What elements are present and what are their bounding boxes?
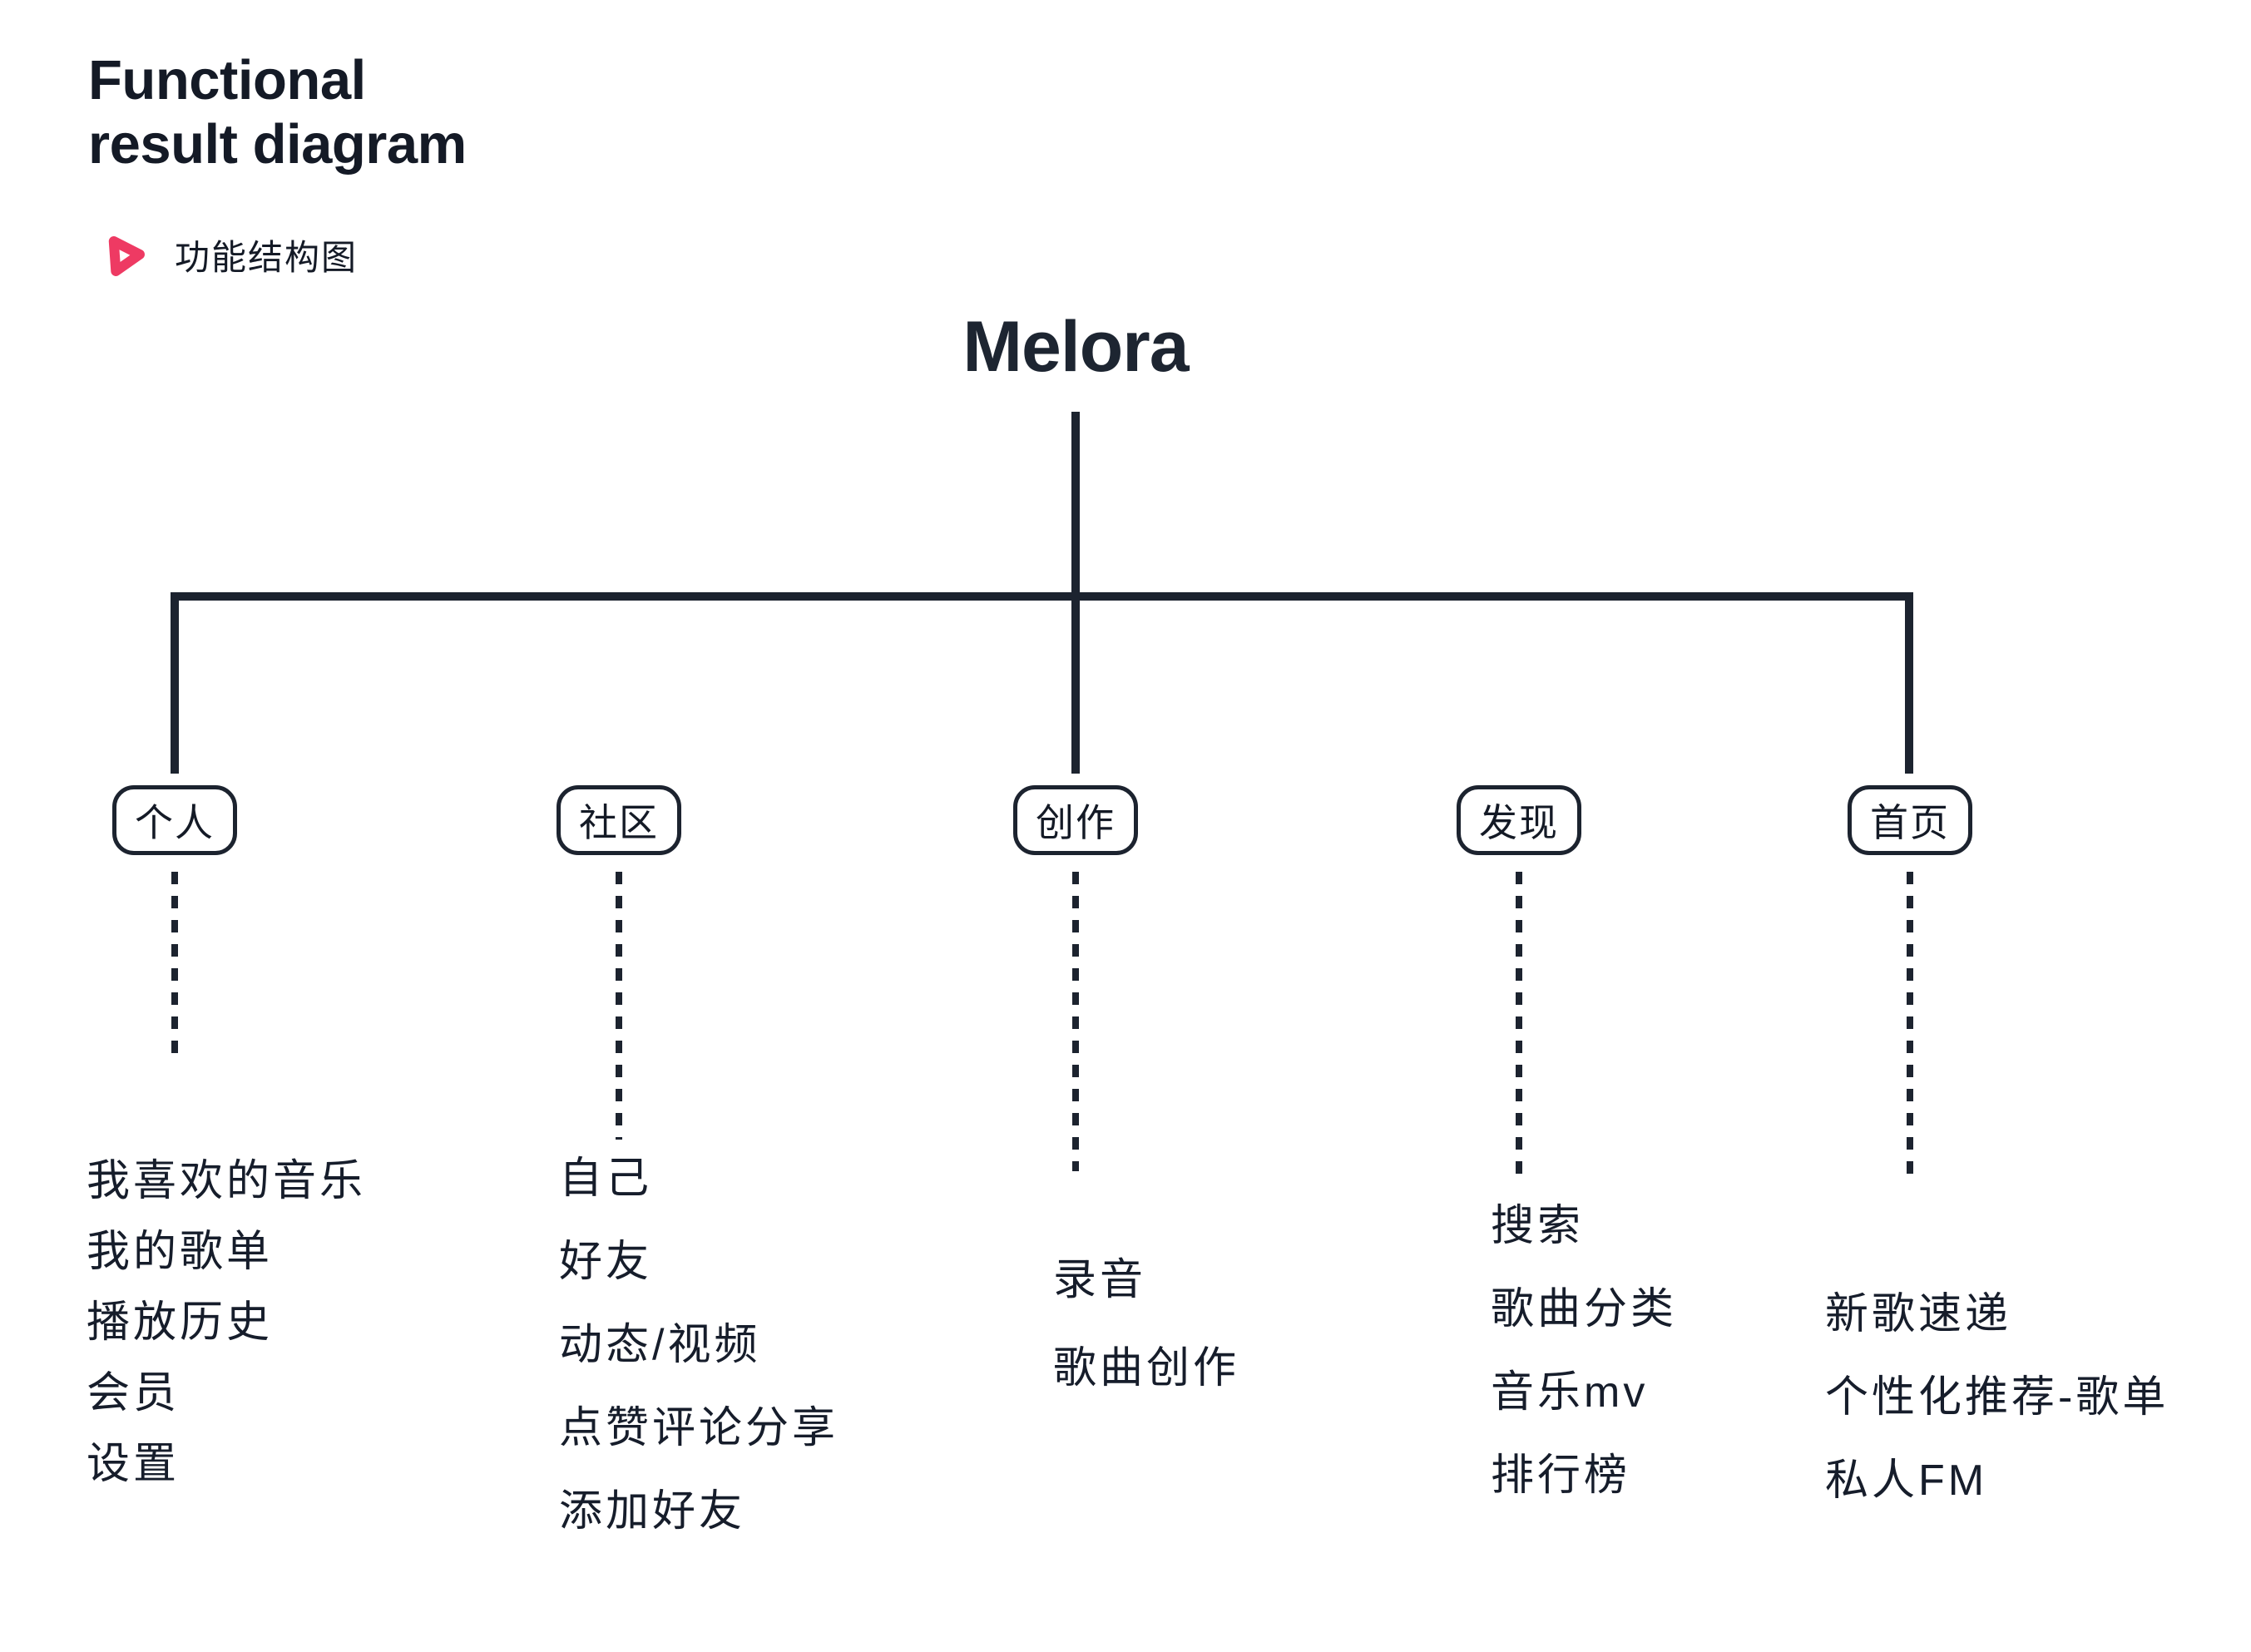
connector-drop-left <box>171 592 179 774</box>
dashed-connector-discover <box>1516 872 1522 1178</box>
list-item: 自己 <box>559 1155 653 1203</box>
page-title-line1: Functional <box>88 49 366 111</box>
list-item: 歌曲创作 <box>1053 1344 1240 1392</box>
item-list-personal: 我喜欢的音乐 我的歌单 播放历史 会员 设置 <box>87 1146 366 1500</box>
list-item: 动态/视频 <box>559 1321 761 1369</box>
connector-drop-right <box>1905 592 1913 774</box>
subtitle-row: 功能结构图 <box>103 230 358 280</box>
dashed-connector-create <box>1072 872 1079 1171</box>
list-item: 音乐mv <box>1491 1368 1649 1417</box>
list-item: 个性化推荐-歌单 <box>1825 1373 2169 1422</box>
list-item: 添加好友 <box>559 1487 746 1536</box>
list-item: 排行榜 <box>1491 1452 1631 1500</box>
play-icon <box>108 235 145 276</box>
page-title-line2: result diagram <box>88 113 467 176</box>
connector-horizontal <box>171 592 1913 601</box>
list-item: 歌曲分类 <box>1491 1285 1678 1333</box>
dashed-connector-community <box>616 872 622 1140</box>
dashed-connector-personal <box>171 872 178 1061</box>
branch-node-community: 社区 <box>557 785 681 855</box>
list-item: 搜索 <box>1491 1202 1585 1250</box>
list-item: 设置 <box>87 1440 181 1488</box>
list-item: 我的歌单 <box>87 1228 274 1276</box>
branch-node-create: 创作 <box>1013 785 1138 855</box>
item-list-discover: 搜索 歌曲分类 音乐mv 排行榜 <box>1491 1185 1677 1517</box>
item-list-create: 录音 歌曲创作 <box>1053 1236 1239 1412</box>
list-item: 会员 <box>87 1369 181 1417</box>
page-title: Functional result diagram <box>88 48 467 176</box>
dashed-connector-home <box>1907 872 1913 1181</box>
item-list-home: 新歌速递 个性化推荐-歌单 私人FM <box>1825 1273 2169 1522</box>
list-item: 录音 <box>1053 1256 1147 1304</box>
branch-node-personal: 个人 <box>112 785 237 855</box>
branch-node-home: 首页 <box>1848 785 1972 855</box>
subtitle-label: 功能结构图 <box>175 238 359 277</box>
list-item: 好友 <box>559 1238 653 1286</box>
root-node-label: Melora <box>962 307 1189 387</box>
list-item: 新歌速递 <box>1825 1290 2012 1338</box>
list-item: 播放历史 <box>87 1298 274 1347</box>
list-item: 私人FM <box>1825 1457 1988 1505</box>
list-item: 我喜欢的音乐 <box>87 1157 367 1205</box>
branch-node-discover: 发现 <box>1457 785 1581 855</box>
item-list-community: 自己 好友 动态/视频 点赞评论分享 添加好友 <box>559 1137 839 1553</box>
list-item: 点赞评论分享 <box>559 1404 839 1452</box>
